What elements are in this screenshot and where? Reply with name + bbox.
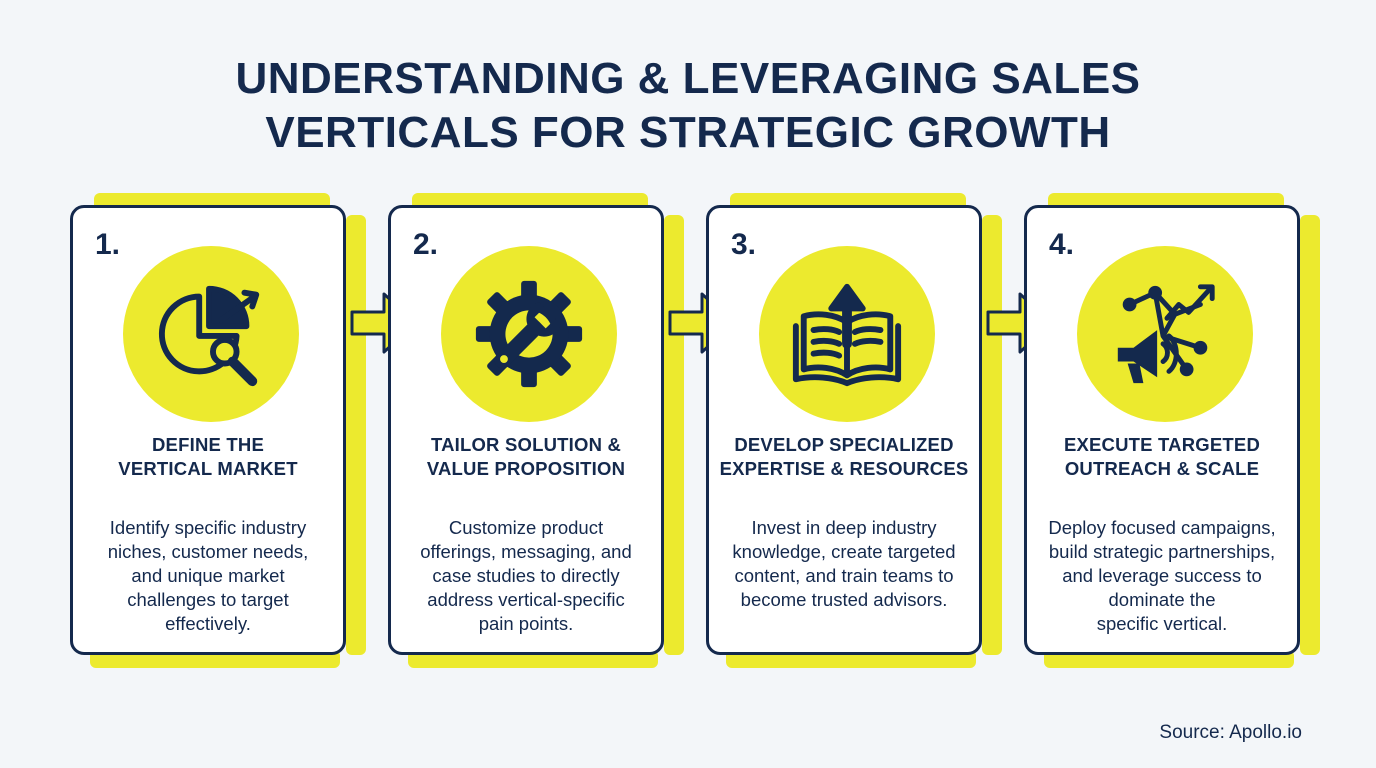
card-accent-right bbox=[1300, 215, 1320, 655]
pie-chart-magnifier-icon bbox=[158, 285, 260, 387]
card-panel: 2. bbox=[388, 205, 664, 655]
step-card-2: 2. bbox=[388, 193, 684, 668]
gear-wrench-icon bbox=[475, 280, 583, 388]
icon-badge bbox=[1077, 246, 1253, 422]
step-number: 3. bbox=[731, 228, 757, 261]
step-description: Customize product offerings, messaging, … bbox=[420, 517, 632, 634]
step-heading: DEVELOP SPECIALIZED EXPERTISE & RESOURCE… bbox=[719, 434, 969, 479]
title-line-1: UNDERSTANDING & LEVERAGING SALES bbox=[235, 54, 1141, 103]
step-number: 1. bbox=[95, 228, 121, 261]
step-description: Identify specific industry niches, custo… bbox=[107, 517, 309, 634]
card-panel: 4. EXECUTE TARGETED OUTREACH & SCA bbox=[1024, 205, 1300, 655]
icon-badge bbox=[441, 246, 617, 422]
step-description: Deploy focused campaigns, build strategi… bbox=[1048, 517, 1276, 634]
megaphone-network-icon bbox=[1117, 284, 1215, 384]
card-accent-right bbox=[982, 215, 1002, 655]
step-number: 2. bbox=[413, 228, 439, 261]
step-number: 4. bbox=[1049, 228, 1075, 261]
title-line-2: VERTICALS FOR STRATEGIC GROWTH bbox=[265, 108, 1111, 157]
page-title: UNDERSTANDING & LEVERAGING SALES VERTICA… bbox=[0, 52, 1376, 160]
step-description: Invest in deep industry knowledge, creat… bbox=[732, 517, 956, 610]
icon-badge bbox=[123, 246, 299, 422]
card-panel: 3. DEVELOP SPECIALIZED EXPERTISE & RESOU… bbox=[706, 205, 982, 655]
step-heading: EXECUTE TARGETED OUTREACH & SCALE bbox=[1063, 434, 1261, 479]
card-panel: 1. DEFINE THE VERTICAL MARKET Identify s… bbox=[70, 205, 346, 655]
card-accent-right bbox=[346, 215, 366, 655]
step-heading: DEFINE THE VERTICAL MARKET bbox=[118, 434, 298, 479]
icon-badge bbox=[759, 246, 935, 422]
step-heading: TAILOR SOLUTION & VALUE PROPOSITION bbox=[426, 434, 626, 479]
step-card-3: 3. DEVELOP SPECIALIZED EXPERTISE & RESOU… bbox=[706, 193, 1002, 668]
source-caption: Source: Apollo.io bbox=[1159, 722, 1302, 743]
card-accent-right bbox=[664, 215, 684, 655]
step-card-4: 4. EXECUTE TARGETED OUTREACH & SCA bbox=[1024, 193, 1320, 668]
step-card-1: 1. DEFINE THE VERTICAL MARKET Identify s… bbox=[70, 193, 366, 668]
book-arrow-up-icon bbox=[792, 283, 902, 387]
